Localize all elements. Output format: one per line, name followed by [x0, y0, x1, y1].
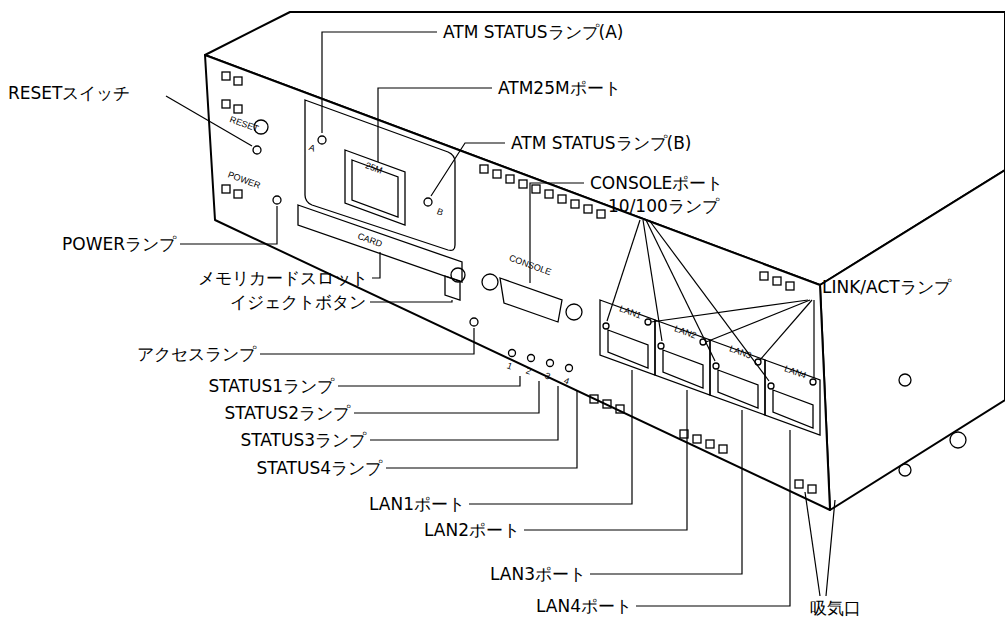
- callout-label: POWERランプ: [62, 234, 176, 254]
- callout-label: STATUS2ランプ: [224, 403, 350, 423]
- screw: [566, 304, 582, 320]
- callout-label: STATUS1ランプ: [208, 376, 334, 396]
- callout-label: 10/100ランプ: [608, 196, 719, 216]
- callout-label: 吸気口: [810, 598, 861, 618]
- leader-lines: [166, 32, 835, 606]
- callout-label: LAN1ポート: [369, 494, 465, 514]
- callout-label: ATM STATUSランプ(A): [443, 22, 623, 42]
- status-lamp: [509, 350, 516, 357]
- callout-label: LAN3ポート: [490, 564, 586, 584]
- screw: [950, 432, 966, 448]
- callout-label: ATM STATUSランプ(B): [511, 133, 691, 153]
- status-lamp: [318, 136, 326, 144]
- lan-ports: [600, 300, 820, 435]
- callout-label: STATUS3ランプ: [240, 430, 366, 450]
- atm-port-inner: [352, 160, 398, 217]
- status-lamp: [528, 355, 535, 362]
- screw: [482, 274, 498, 290]
- atm-port: [345, 150, 405, 225]
- console-port: [500, 278, 562, 322]
- callout-label: メモリカードスロット: [198, 268, 368, 288]
- status-lamp: [566, 365, 573, 372]
- status-lamp: [424, 198, 432, 206]
- callout-label: STATUS4ランプ: [256, 458, 382, 478]
- eject-button: [445, 276, 460, 300]
- screw: [899, 374, 911, 386]
- reset-switch: [253, 146, 261, 154]
- callout-label: LAN4ポート: [536, 596, 632, 616]
- callout-label: イジェクトボタン: [230, 292, 366, 312]
- access-lamp: [470, 318, 478, 326]
- side-face: [820, 170, 1005, 510]
- callout-label: CONSOLEポート: [590, 173, 723, 193]
- screw: [899, 464, 911, 476]
- callout-label: RESETスイッチ: [8, 83, 130, 103]
- panel-marking: 2: [525, 366, 533, 376]
- atm-panel: [305, 100, 455, 250]
- callout-label: ATM25Mポート: [498, 78, 621, 98]
- status-lamp: [547, 360, 554, 367]
- callout-label: アクセスランプ: [137, 344, 256, 364]
- callout-label: LINK/ACTランプ: [822, 277, 951, 297]
- panel-marking: 1: [506, 361, 514, 371]
- callout-label: LAN2ポート: [424, 520, 520, 540]
- power-lamp: [273, 196, 281, 204]
